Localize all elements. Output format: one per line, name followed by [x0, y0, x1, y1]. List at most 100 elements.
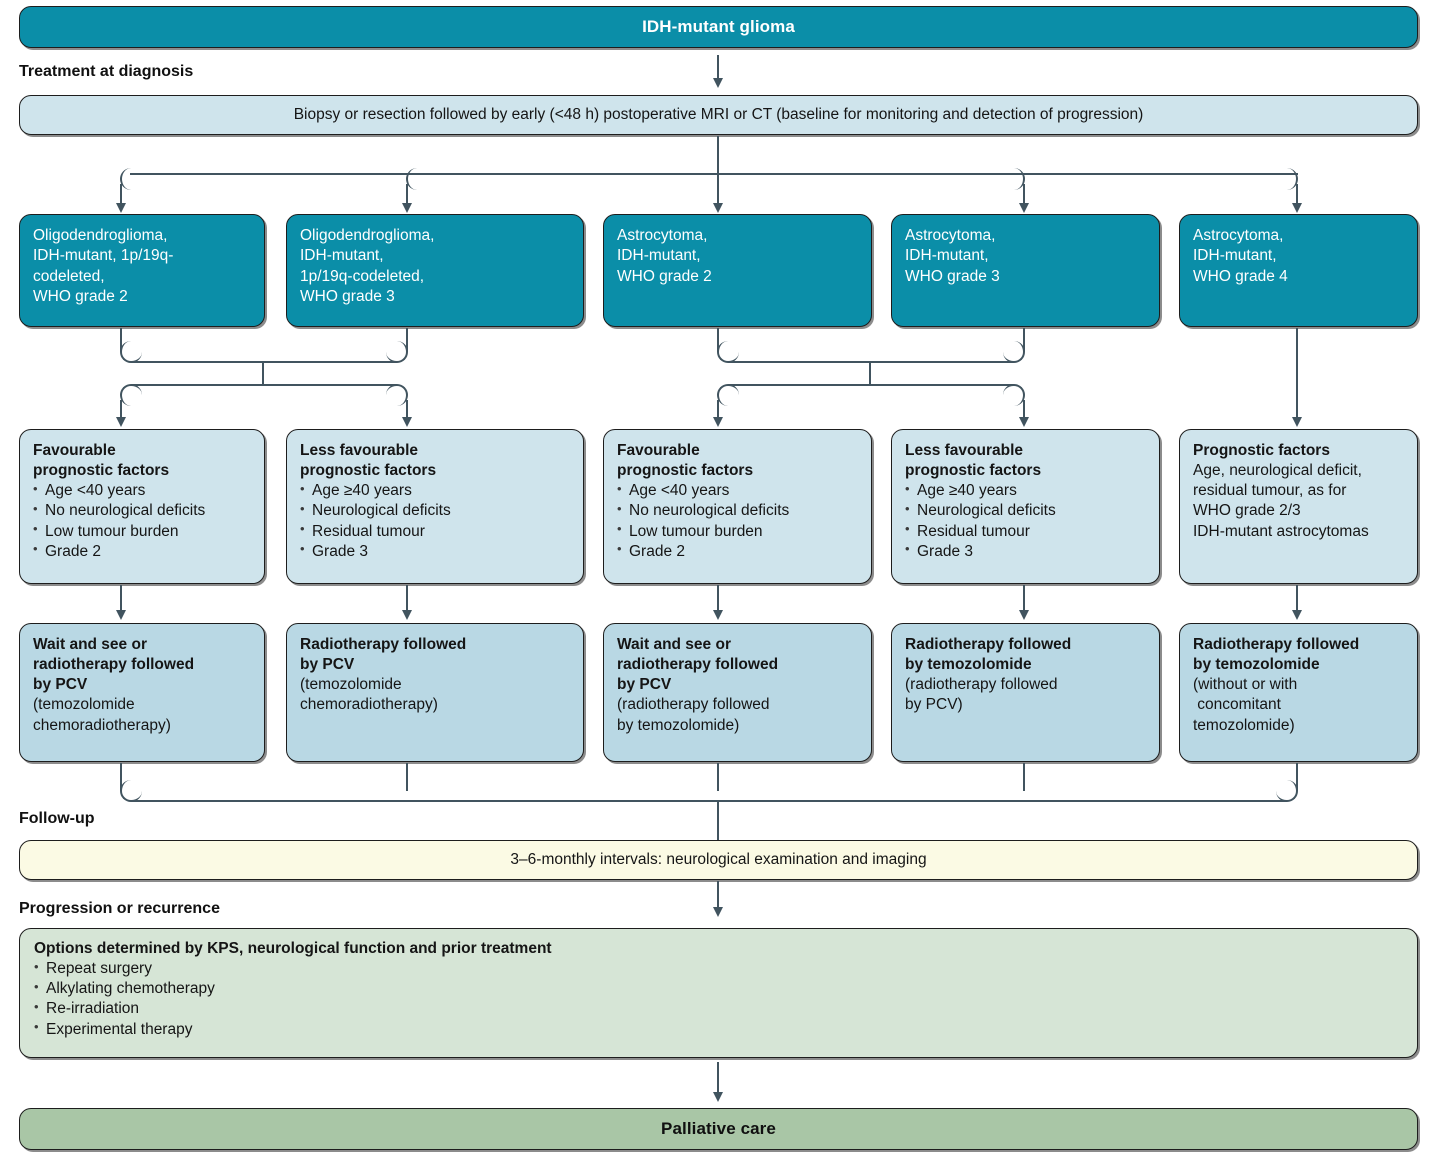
treatment-box-3-heading-2: radiotherapy followed: [617, 656, 779, 674]
arrowhead-a-right: [402, 417, 412, 427]
connector-a-drop-right: [406, 400, 409, 420]
arrowhead-a-left: [116, 417, 126, 427]
prognostic-box-2-heading-1: Less favourable: [300, 442, 419, 459]
prognostic-box-5-line-3: WHO grade 2/3: [1193, 502, 1301, 520]
connector-a-drop-left: [120, 400, 123, 420]
connector-progression-to-palliative: [717, 1062, 720, 1095]
diagnosis-box-5-line-3: WHO grade 4: [1193, 267, 1288, 285]
prognostic-box-1-heading-2: prognostic factors: [33, 462, 170, 480]
connector-b-drop-left: [717, 400, 720, 420]
prognostic-box-4-bullets: Age ≥40 years Neurological deficits Resi…: [905, 481, 1146, 562]
connector-b-corner-right: [1003, 341, 1025, 363]
list-item: Alkylating chemotherapy: [34, 979, 1403, 999]
list-item: Repeat surgery: [34, 959, 1403, 979]
connector-followup-to-progression: [717, 881, 720, 910]
palliative-care-box: Palliative care: [19, 1108, 1418, 1150]
list-item: Low tumour burden: [617, 521, 858, 542]
connector-prog1-to-treat1: [120, 585, 123, 613]
diagnosis-box-1-line-1: Oligodendroglioma,: [33, 227, 168, 244]
followup-box: 3–6-monthly intervals: neurological exam…: [19, 840, 1418, 880]
prognostic-box-5-heading-1: Prognostic factors: [1193, 442, 1330, 459]
diagnosis-box-4: Astrocytoma, IDH-mutant, WHO grade 3: [891, 214, 1160, 327]
connector-corner-col4: [1003, 168, 1025, 190]
diagnosis-box-4-line-1: Astrocytoma,: [905, 227, 996, 244]
treatment-box-2-heading-2: by PCV: [300, 656, 355, 674]
list-item: Age ≥40 years: [905, 481, 1146, 501]
prognostic-box-3-heading-1: Favourable: [617, 442, 700, 459]
prognostic-box-3-heading-2: prognostic factors: [617, 462, 754, 480]
treatment-box-3-line-1: (radiotherapy followed: [617, 696, 770, 714]
list-item: Grade 3: [905, 541, 1146, 562]
prognostic-box-1-bullets: Age <40 years No neurological deficits L…: [33, 481, 251, 562]
connector-b-center-stem: [869, 361, 872, 385]
connector-merge-up-3: [717, 763, 720, 791]
connector-merge-bus: [131, 800, 1287, 803]
prognostic-box-5-line-4: IDH-mutant astrocytomas: [1193, 522, 1369, 540]
treatment-box-1: Wait and see or radiotherapy followed by…: [19, 623, 265, 762]
treatment-box-1-line-1: (temozolomide: [33, 696, 135, 714]
prognostic-box-3-bullets: Age <40 years No neurological deficits L…: [617, 481, 858, 562]
prognostic-box-2-bullets: Age ≥40 years Neurological deficits Resi…: [300, 481, 570, 562]
treatment-box-3-heading-3: by PCV: [617, 676, 672, 694]
connector-drop-col3: [717, 173, 720, 206]
arrowhead-banner-to-baseline: [713, 78, 723, 88]
arrowhead-col2: [402, 203, 412, 213]
diagnosis-box-5-line-1: Astrocytoma,: [1193, 227, 1284, 244]
connector-banner-to-baseline: [717, 55, 720, 81]
arrowhead-col5: [1292, 203, 1302, 213]
list-item: Residual tumour: [905, 521, 1146, 542]
connector-b-split-corner-left: [717, 384, 739, 406]
treatment-box-2: Radiotherapy followed by PCV (temozolomi…: [286, 623, 584, 762]
section-label-follow-up: Follow-up: [19, 810, 95, 827]
connector-a-center-stem: [262, 361, 265, 385]
treatment-box-1-heading-2: radiotherapy followed: [33, 656, 195, 674]
treatment-box-4: Radiotherapy followed by temozolomide (r…: [891, 623, 1160, 762]
treatment-box-3-heading-1: Wait and see or: [617, 636, 731, 653]
treatment-box-4-heading-2: by temozolomide: [905, 656, 1032, 674]
treatment-box-4-line-2: by PCV): [905, 696, 963, 714]
diagnosis-box-5: Astrocytoma, IDH-mutant, WHO grade 4: [1179, 214, 1418, 327]
connector-a-up-right: [406, 328, 409, 352]
connector-prog4-to-treat4: [1023, 585, 1026, 613]
list-item: Experimental therapy: [34, 1019, 1403, 1040]
treatment-box-2-heading-1: Radiotherapy followed: [300, 636, 467, 653]
list-item: Residual tumour: [300, 521, 570, 542]
connector-a-split-corner-right: [386, 384, 408, 406]
list-item: Age <40 years: [617, 481, 858, 501]
prognostic-box-4-heading-1: Less favourable: [905, 442, 1024, 459]
diagnosis-box-1: Oligodendroglioma, IDH-mutant, 1p/19q- c…: [19, 214, 265, 327]
connector-b-up-right: [1023, 328, 1026, 352]
connector-corner-col1: [120, 168, 142, 190]
arrowhead-treat2: [402, 610, 412, 620]
diagnosis-box-1-line-3: codeleted,: [33, 267, 105, 285]
followup-box-label: 3–6-monthly intervals: neurological exam…: [510, 851, 927, 868]
arrowhead-col5-prognostic: [1292, 417, 1302, 427]
diagnosis-box-3-line-1: Astrocytoma,: [617, 227, 708, 244]
baseline-box-label: Biopsy or resection followed by early (<…: [293, 106, 1144, 123]
palliative-care-label: Palliative care: [661, 1119, 776, 1138]
connector-drop-col1: [120, 184, 123, 206]
diagnosis-box-2-line-1: Oligodendroglioma,: [300, 227, 435, 244]
list-item: Re-irradiation: [34, 999, 1403, 1019]
connector-drop-col2: [406, 184, 409, 206]
connector-b-drop-right: [1023, 400, 1026, 420]
diagnosis-box-5-line-2: IDH-mutant,: [1193, 247, 1277, 265]
treatment-box-2-line-1: (temozolomide: [300, 676, 402, 694]
diagnosis-box-3-line-3: WHO grade 2: [617, 267, 712, 285]
connector-merge-corner-right: [1276, 780, 1298, 802]
treatment-box-1-line-2: chemoradiotherapy): [33, 716, 171, 734]
list-item: Grade 2: [33, 541, 251, 562]
progression-box-bullets: Repeat surgery Alkylating chemotherapy R…: [34, 959, 1403, 1040]
diagnosis-box-1-line-2: IDH-mutant, 1p/19q-: [33, 247, 174, 265]
prognostic-box-2: Less favourable prognostic factors Age ≥…: [286, 429, 584, 584]
list-item: Neurological deficits: [905, 501, 1146, 521]
connector-drop-col5: [1296, 184, 1299, 206]
arrowhead-progression: [713, 907, 723, 917]
treatment-box-5: Radiotherapy followed by temozolomide (w…: [1179, 623, 1418, 762]
diagnosis-box-2-line-3: 1p/19q-codeleted,: [300, 267, 425, 285]
connector-merge-corner-left: [120, 780, 142, 802]
diagnosis-box-3: Astrocytoma, IDH-mutant, WHO grade 2: [603, 214, 872, 327]
treatment-box-3: Wait and see or radiotherapy followed by…: [603, 623, 872, 762]
arrowhead-treat4: [1019, 610, 1029, 620]
